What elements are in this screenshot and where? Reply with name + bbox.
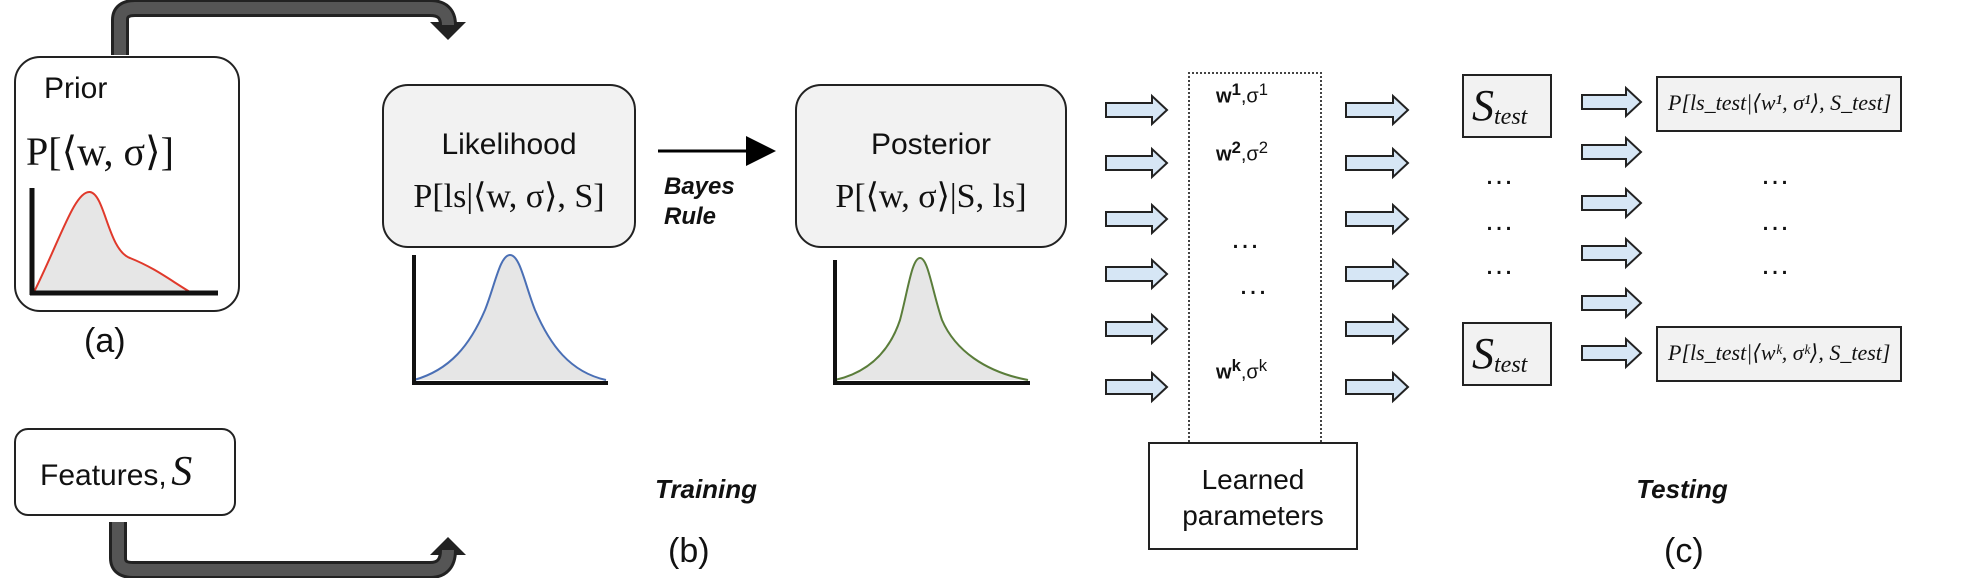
block-arrow <box>1105 202 1169 236</box>
param-dots-2: … <box>1238 268 1268 301</box>
prior-box: Prior P[⟨w, σ⟩] <box>14 56 240 312</box>
test-output-dots-2: … <box>1760 204 1790 237</box>
likelihood-title: Likelihood <box>441 128 577 161</box>
prior-curve <box>34 191 190 292</box>
block-arrow <box>1105 93 1169 127</box>
test-output-dots-3: … <box>1760 248 1790 281</box>
block-arrow <box>1345 93 1410 127</box>
features-label: Features, <box>40 459 167 492</box>
block-arrow <box>1581 186 1643 220</box>
prior-title: Prior <box>44 72 108 105</box>
prior-plot <box>29 188 218 296</box>
params-column <box>1188 72 1322 442</box>
likelihood-formula: P[ls|⟨w, σ⟩, S] <box>413 178 605 215</box>
param-dots-1: … <box>1230 222 1260 255</box>
posterior-curve <box>834 256 1029 381</box>
block-arrow <box>1345 146 1410 180</box>
testing-caption: (c) <box>1664 532 1704 570</box>
learned-params-line1: Learned <box>1201 464 1305 495</box>
prior-connector-arrowhead <box>430 22 466 40</box>
block-arrow <box>1345 370 1410 404</box>
block-arrow <box>1581 286 1643 320</box>
training-label: Training <box>654 474 758 504</box>
learned-params-box: Learned parameters <box>1148 442 1358 550</box>
features-symbol: S <box>171 449 193 495</box>
training-to-params-arrows <box>1105 93 1169 404</box>
block-arrow <box>1105 370 1169 404</box>
param-row-k: wk,σk <box>1216 356 1268 384</box>
training-caption: (b) <box>668 532 710 570</box>
block-arrow <box>1105 257 1169 291</box>
likelihood-curve <box>413 253 607 381</box>
bayes-rule-line2: Rule <box>664 203 717 230</box>
block-arrow <box>1581 135 1643 169</box>
test-output-top-formula: P[ls_test|⟨w¹, σ¹⟩, S_test] <box>1668 90 1892 115</box>
s-test-bottom-box: Stest <box>1462 322 1552 386</box>
block-arrow <box>1345 202 1410 236</box>
test-output-top-box: P[ls_test|⟨w¹, σ¹⟩, S_test] <box>1656 76 1902 132</box>
test-output-bottom-formula: P[ls_test|⟨wᵏ, σᵏ⟩, S_test] <box>1668 340 1891 365</box>
bayes-rule-label: Bayes Rule <box>664 172 735 232</box>
block-arrow <box>1105 146 1169 180</box>
test-output-bottom-box: P[ls_test|⟨wᵏ, σᵏ⟩, S_test] <box>1656 326 1902 382</box>
posterior-title: Posterior <box>870 128 992 161</box>
block-arrow <box>1581 336 1643 370</box>
params-to-testing-arrows <box>1345 93 1410 404</box>
likelihood-box: Likelihood P[ls|⟨w, σ⟩, S] <box>382 84 636 248</box>
prior-formula: P[⟨w, σ⟩] <box>26 129 174 174</box>
learned-params-line2: parameters <box>1182 500 1324 531</box>
block-arrow <box>1345 257 1410 291</box>
s-test-top-box: Stest <box>1462 74 1552 138</box>
posterior-formula: P[⟨w, σ⟩|S, ls] <box>835 178 1027 215</box>
posterior-plot <box>833 256 1030 385</box>
param-row-2: w2,σ2 <box>1216 138 1268 166</box>
features-connector-arrowhead <box>430 537 466 555</box>
likelihood-plot <box>412 253 608 385</box>
s-test-dots-1: … <box>1484 158 1514 191</box>
posterior-box: Posterior P[⟨w, σ⟩|S, ls] <box>795 84 1067 248</box>
block-arrow <box>1581 236 1643 270</box>
s-test-dots-3: … <box>1484 248 1514 281</box>
block-arrow <box>1581 85 1643 119</box>
bayes-rule-line1: Bayes <box>664 173 735 200</box>
test-output-dots-1: … <box>1760 158 1790 191</box>
testing-label: Testing <box>1636 474 1728 504</box>
param-row-1: w1,σ1 <box>1216 80 1268 108</box>
features-box: Features, S <box>14 428 236 516</box>
block-arrow <box>1345 312 1410 346</box>
block-arrow <box>1105 312 1169 346</box>
prior-caption: (a) <box>84 322 126 360</box>
s-test-dots-2: … <box>1484 204 1514 237</box>
